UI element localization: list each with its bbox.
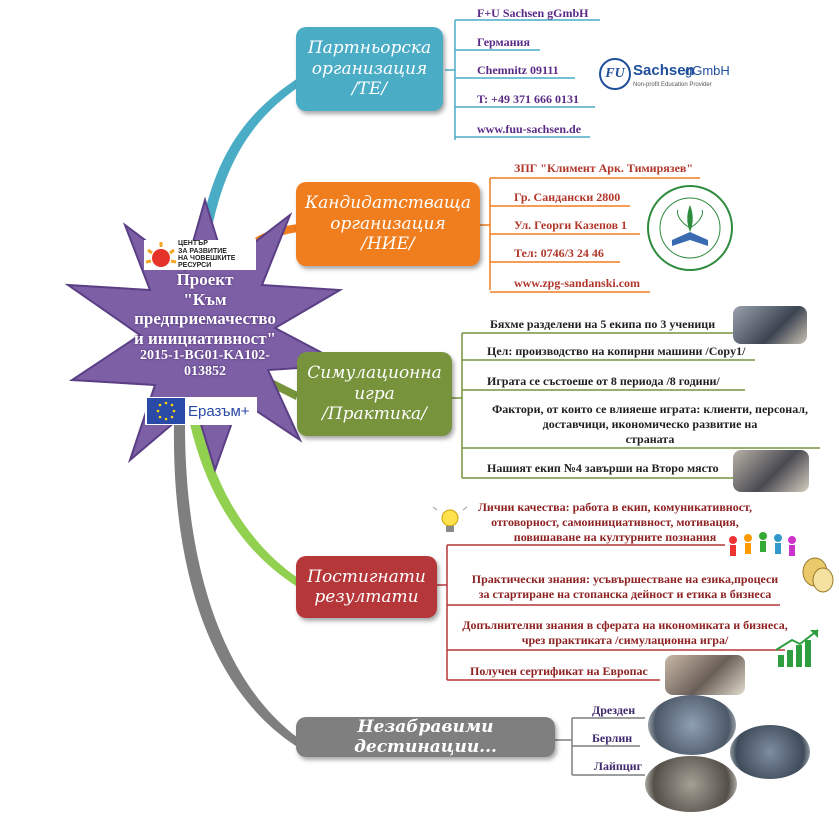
hrd-logo-text: НА ЧОВЕШКИТЕ xyxy=(178,255,236,262)
node-label: /Практика/ xyxy=(322,404,427,425)
applicant-item: Тел: 0746/3 24 46 xyxy=(514,246,604,260)
fu-logo-suffix: gGmbH xyxy=(685,63,730,78)
partner-item: T: +49 371 666 0131 xyxy=(477,92,579,106)
node-label: Незабравими дестинации... xyxy=(354,716,497,757)
fu-logo-subtitle: Non-profit Education Provider xyxy=(633,82,712,88)
project-title-line: Проект xyxy=(176,270,234,289)
simulation-tree xyxy=(452,332,820,479)
node-label: Симулационна xyxy=(307,363,442,384)
node-label: игра xyxy=(354,383,395,404)
results-item-line: чрез практиката /симулационна игра/ xyxy=(521,633,729,647)
node-label: /НИЕ/ xyxy=(361,234,415,255)
fu-logo-mark: FU xyxy=(599,58,631,90)
node-label: /ТЕ/ xyxy=(351,79,388,100)
simulation-item: Бяхме разделени на 5 екипа по 3 ученици xyxy=(490,317,716,331)
node-label: резултати xyxy=(314,587,419,607)
destination-item: Лайпциг xyxy=(594,759,643,773)
partner-tree xyxy=(445,19,600,140)
partner-item: Германия xyxy=(477,35,530,49)
project-code: 013852 xyxy=(184,364,226,380)
simulation-item-line: страната xyxy=(625,432,675,446)
node-label: Постигнати xyxy=(307,566,426,587)
simulation-game-node[interactable]: Симулационна игра /Практика/ xyxy=(297,352,452,436)
hrd-logo-text: ЗА РАЗВИТИЕ xyxy=(178,247,227,255)
partner-organization-node[interactable]: Партньорска организация /ТЕ/ xyxy=(296,27,443,111)
people-team-icon xyxy=(729,532,796,556)
branch-partner xyxy=(200,78,300,238)
partner-item: Chemnitz 09111 xyxy=(477,63,559,77)
project-title-line: и инициативност" xyxy=(133,328,277,348)
dresden-photo xyxy=(648,695,736,755)
simulation-item: Цел: производство на копирни машини /Cop… xyxy=(487,344,746,358)
node-label: Кандидатстваща xyxy=(304,193,472,214)
berlin-photo xyxy=(730,725,810,779)
fu-sachsen-logo: FU Sachsen gGmbH Non-profit Education Pr… xyxy=(597,56,730,96)
erasmus-plus-logo: Еразъм+ xyxy=(145,397,257,425)
winning-team-photo xyxy=(733,450,809,492)
partner-item: www.fuu-sachsen.de xyxy=(477,122,582,136)
simulation-item: Играта се състоеше от 8 периода /8 годин… xyxy=(487,374,720,388)
applicant-item: ЗПГ "Климент Арк. Тимирязев" xyxy=(514,161,694,175)
project-title-line: "Към xyxy=(183,289,227,309)
hrd-center-logo: ЦЕНТЪР ЗА РАЗВИТИЕ НА ЧОВЕШКИТЕ РЕСУРСИ xyxy=(144,240,256,270)
results-item: Допълнителни знания в сферата на икономи… xyxy=(460,618,790,648)
branch-destinations xyxy=(173,425,298,746)
europass-group-photo xyxy=(665,655,745,695)
achieved-results-node[interactable]: Постигнати резултати xyxy=(296,556,437,618)
erasmus-label: Еразъм+ xyxy=(188,402,250,420)
hrd-logo-text: РЕСУРСИ xyxy=(178,262,212,270)
simulation-item: Нашият екип №4 завърши на Второ място xyxy=(487,461,719,475)
sun-icon xyxy=(145,242,177,267)
results-item-line: отговорност, самоинициативност, мотиваци… xyxy=(491,515,739,529)
project-title: Проект "Към предприемачество и инициатив… xyxy=(118,270,292,380)
applicant-item: www.zpg-sandanski.com xyxy=(514,276,641,290)
results-tree xyxy=(437,544,785,681)
growth-chart-icon xyxy=(775,629,819,667)
node-label: Партньорска xyxy=(307,38,432,59)
results-item-line: Практически знания: усъвършестване на ез… xyxy=(471,572,779,586)
results-item-line: за стартиране на стопанска дейност и ети… xyxy=(478,587,772,601)
partner-item: F+U Sachsen gGmbH xyxy=(477,6,589,20)
simulation-item-line: доставчици, икономическо развитие на xyxy=(542,417,758,431)
simulation-item-line: Фактори, от които се влияеше играта: кли… xyxy=(491,402,809,416)
school-seal-logo xyxy=(647,185,733,271)
results-item-line: повишаване на културните познания xyxy=(513,530,717,544)
destination-item: Берлин xyxy=(592,731,633,745)
eu-flag-icon xyxy=(147,398,185,424)
applicant-item: Ул. Георги Казепов 1 xyxy=(514,218,628,232)
results-item-line: Лични качества: работа в екип, комуникат… xyxy=(477,500,753,514)
applicant-item: Гр. Сандански 2800 xyxy=(514,190,621,204)
leipzig-photo xyxy=(645,756,737,812)
destinations-node[interactable]: Незабравими дестинации... xyxy=(296,717,555,757)
fu-logo-brand: Sachsen xyxy=(633,62,695,79)
applicant-organization-node[interactable]: Кандидатстваща организация /НИЕ/ xyxy=(296,182,480,266)
results-item: Получен сертификат на Европас xyxy=(470,664,648,678)
project-code: 2015-1-BG01-KA102- xyxy=(140,348,270,364)
node-label: организация xyxy=(330,213,446,234)
center-star xyxy=(64,196,349,474)
destinations-tree xyxy=(555,717,645,776)
project-title-line: предприемачество xyxy=(134,309,276,329)
results-item: Лични качества: работа в екип, комуникат… xyxy=(465,500,765,545)
branch-results xyxy=(190,420,298,586)
light-bulb-icon xyxy=(432,506,468,532)
destination-item: Дрезден xyxy=(592,703,636,717)
hrd-logo-text: ЦЕНТЪР xyxy=(178,240,208,248)
theatre-masks-icon xyxy=(802,557,834,593)
node-label: организация xyxy=(311,58,428,79)
results-item: Практически знания: усъвършестване на ез… xyxy=(460,572,790,602)
applicant-tree xyxy=(480,177,700,293)
simulation-item: Фактори, от които се влияеше играта: кли… xyxy=(480,402,820,447)
team-photo xyxy=(733,306,807,344)
results-item-line: Допълнителни знания в сферата на икономи… xyxy=(462,618,788,632)
